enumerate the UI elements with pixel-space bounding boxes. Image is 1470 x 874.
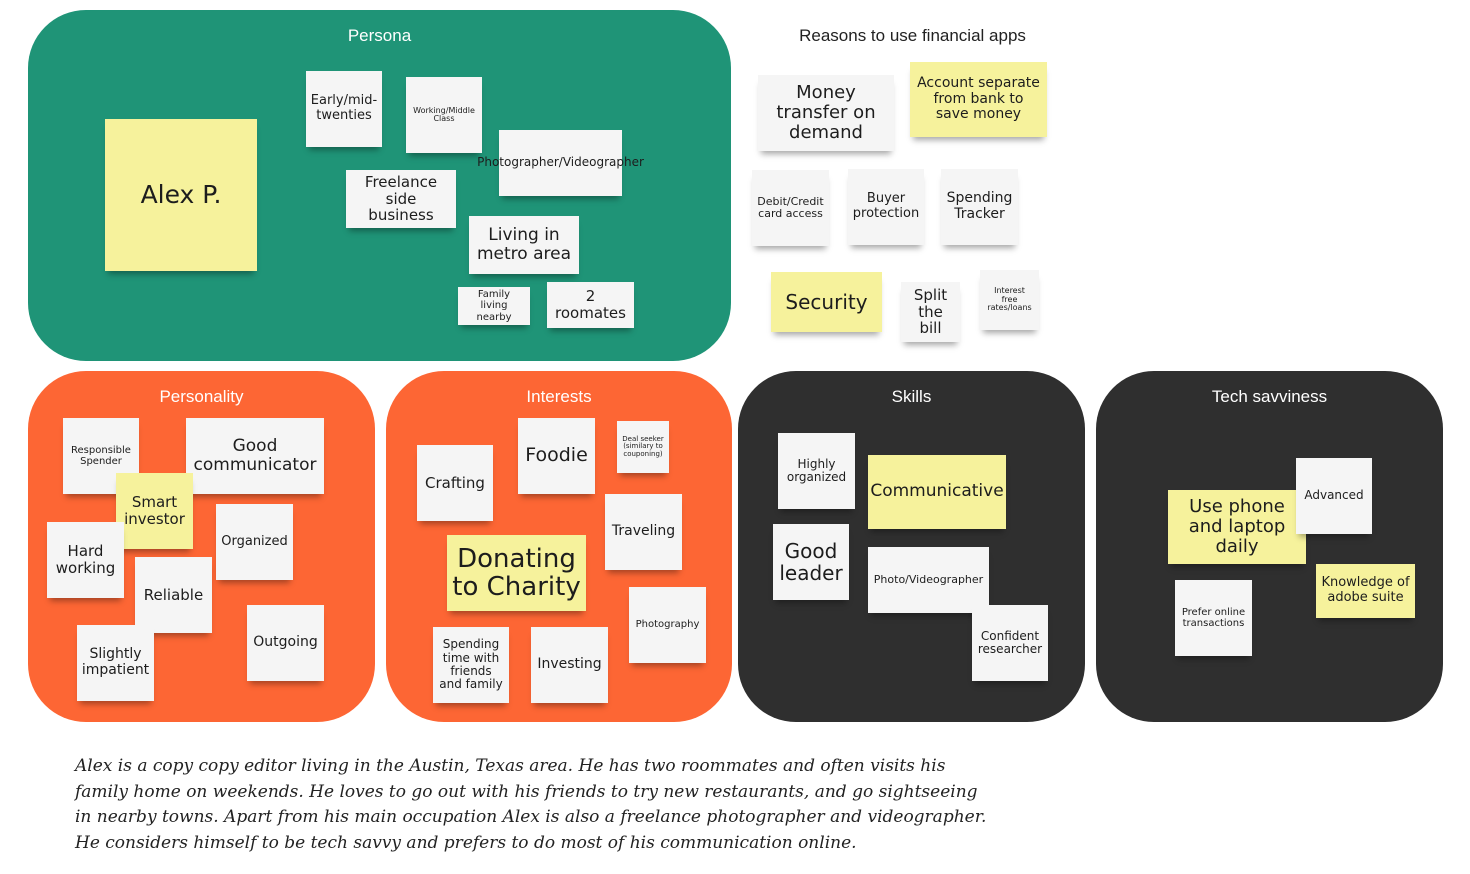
reasons-note-buyer[interactable]: Buyer protection bbox=[848, 169, 924, 245]
note-text: 2 roomates bbox=[555, 287, 626, 322]
note-text: Traveling bbox=[611, 523, 676, 540]
persona-note-class[interactable]: Working/Middle Class bbox=[406, 77, 482, 153]
personality-title: Personality bbox=[159, 387, 244, 406]
reasons-note-account[interactable]: Account separate from bank to save money bbox=[910, 62, 1047, 137]
interests-note-foodie[interactable]: Foodie bbox=[518, 418, 595, 494]
note-text: Split the bill bbox=[913, 285, 948, 338]
skills-note-photo[interactable]: Photo/Videographer bbox=[868, 547, 989, 613]
note-text: Hard working bbox=[55, 542, 116, 577]
personality-note-organized[interactable]: Organized bbox=[216, 504, 293, 580]
tech-note-adobe[interactable]: Knowledge of adobe suite bbox=[1316, 564, 1415, 618]
reasons-note-transfer[interactable]: Money transfer on demand bbox=[758, 75, 894, 151]
note-text: Slightly impatient bbox=[81, 646, 150, 678]
note-text: Reliable bbox=[143, 585, 204, 604]
note-text: Photographer/Videographer bbox=[477, 155, 644, 170]
personality-note-investor[interactable]: Smart investor bbox=[116, 473, 193, 549]
note-text: Foodie bbox=[525, 444, 588, 467]
note-text: Use phone and laptop daily bbox=[1188, 495, 1286, 558]
interests-note-photography[interactable]: Photography bbox=[629, 587, 706, 663]
note-text: Security bbox=[785, 289, 868, 314]
persona-name: Alex P. bbox=[140, 180, 222, 209]
note-text: Prefer online transactions bbox=[1181, 606, 1246, 629]
note-text: Early/mid-twenties bbox=[310, 93, 378, 123]
note-text: Account separate from bank to save money bbox=[917, 74, 1040, 123]
note-text: Crafting bbox=[425, 473, 485, 492]
persona-description: Alex is a copy copy editor living in the… bbox=[75, 756, 987, 853]
tech-note-phone-laptop[interactable]: Use phone and laptop daily bbox=[1168, 490, 1306, 564]
note-text: Interest free rates/loans bbox=[987, 286, 1032, 313]
note-text: Investing bbox=[537, 656, 602, 673]
note-text: Living in metro area bbox=[476, 224, 571, 264]
reasons-note-card[interactable]: Debit/Credit card access bbox=[752, 170, 829, 246]
note-text: Spending time with friends and family bbox=[439, 637, 503, 692]
skills-note-communicative[interactable]: Communicative bbox=[868, 455, 1006, 529]
skills-note-leader[interactable]: Good leader bbox=[773, 524, 849, 600]
note-text: Photography bbox=[635, 619, 700, 631]
note-text: Good leader bbox=[779, 538, 843, 585]
reasons-note-interest[interactable]: Interest free rates/loans bbox=[980, 270, 1039, 330]
skills-title: Skills bbox=[891, 387, 932, 406]
note-text: Buyer protection bbox=[852, 191, 920, 221]
tech-title: Tech savviness bbox=[1211, 387, 1328, 406]
note-text: Organized bbox=[221, 533, 288, 549]
tech-note-advanced[interactable]: Advanced bbox=[1296, 458, 1372, 534]
personality-note-impatient[interactable]: Slightly impatient bbox=[77, 625, 154, 701]
reasons-note-security[interactable]: Security bbox=[771, 272, 882, 332]
persona-note-family[interactable]: Family living nearby bbox=[458, 287, 530, 325]
personality-note-communicator[interactable]: Good communicator bbox=[186, 418, 324, 494]
persona-title: Persona bbox=[347, 26, 412, 45]
note-text: Advanced bbox=[1304, 488, 1364, 503]
personality-note-hardworking[interactable]: Hard working bbox=[47, 522, 124, 598]
personality-note-reliable[interactable]: Reliable bbox=[135, 557, 212, 633]
interests-note-spending-time[interactable]: Spending time with friends and family bbox=[433, 627, 509, 703]
skills-note-researcher[interactable]: Confident researcher bbox=[972, 605, 1048, 681]
note-text: Good communicator bbox=[193, 435, 317, 475]
note-text: Spending Tracker bbox=[946, 190, 1013, 222]
reasons-note-split[interactable]: Split the bill bbox=[901, 282, 960, 342]
skills-note-organized[interactable]: Highly organized bbox=[778, 433, 855, 509]
personality-note-outgoing[interactable]: Outgoing bbox=[247, 605, 324, 681]
note-text: Responsible Spender bbox=[71, 444, 131, 467]
interests-note-charity[interactable]: Donating to Charity bbox=[447, 535, 586, 611]
note-text: Freelance side business bbox=[364, 172, 438, 225]
note-text: Debit/Credit card access bbox=[757, 194, 824, 220]
note-text: Confident researcher bbox=[977, 628, 1043, 656]
note-text: Donating to Charity bbox=[452, 543, 581, 602]
note-text: Photo/Videographer bbox=[873, 572, 984, 586]
interests-note-deal[interactable]: Deal seeker (similary to couponing) bbox=[617, 421, 669, 473]
persona-note-age[interactable]: Early/mid-twenties bbox=[306, 71, 382, 147]
tech-note-online[interactable]: Prefer online transactions bbox=[1175, 580, 1252, 656]
interests-title: Interests bbox=[526, 387, 592, 406]
persona-note-occupation[interactable]: Photographer/Videographer bbox=[477, 130, 644, 196]
persona-note-freelance[interactable]: Freelance side business bbox=[346, 170, 456, 228]
note-text: Knowledge of adobe suite bbox=[1321, 575, 1410, 605]
reasons-note-tracker[interactable]: Spending Tracker bbox=[941, 169, 1018, 245]
note-text: Outgoing bbox=[253, 634, 318, 651]
reasons-title: Reasons to use financial apps bbox=[799, 26, 1026, 45]
note-text: Communicative bbox=[870, 481, 1004, 502]
note-text: Family living nearby bbox=[476, 289, 512, 323]
note-text: Highly organized bbox=[786, 456, 847, 484]
persona-note-roommates[interactable]: 2 roomates bbox=[547, 282, 634, 328]
note-text: Deal seeker (similary to couponing) bbox=[622, 434, 664, 458]
interests-note-investing[interactable]: Investing bbox=[531, 627, 608, 703]
persona-name-note[interactable]: Alex P. bbox=[105, 119, 257, 271]
note-text: Smart investor bbox=[124, 493, 185, 528]
persona-note-metro[interactable]: Living in metro area bbox=[469, 216, 579, 274]
note-text: Working/Middle Class bbox=[413, 105, 475, 123]
interests-note-crafting[interactable]: Crafting bbox=[417, 445, 493, 521]
note-text: Money transfer on demand bbox=[776, 81, 876, 144]
interests-note-traveling[interactable]: Traveling bbox=[605, 494, 682, 570]
